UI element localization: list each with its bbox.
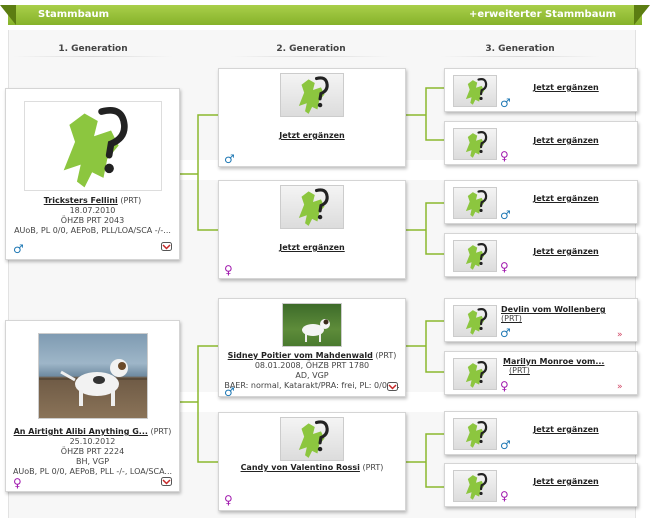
male-icon: ♂ <box>500 208 511 222</box>
dog-photo <box>38 333 148 419</box>
add-ancestor-link[interactable]: Jetzt ergänzen <box>533 83 599 92</box>
add-ancestor-link[interactable]: Jetzt ergänzen <box>533 477 599 486</box>
birth-date: 18.07.2010 <box>69 206 116 215</box>
health-info: AUoB, PL 0/0, AEPoB, PLL -/-, LOA/SCA... <box>12 467 173 476</box>
add-ancestor-link[interactable]: Jetzt ergänzen <box>533 194 599 203</box>
dog-silhouette-icon <box>464 130 488 159</box>
breed-badge-icon <box>161 242 172 251</box>
dog-silhouette-icon <box>464 472 488 501</box>
dog-name-link[interactable]: Candy von Valentino Rossi <box>240 463 360 472</box>
dog-photo <box>282 303 342 347</box>
placeholder-photo <box>280 417 344 461</box>
gen3-card-2[interactable]: Jetzt ergänzen ♀ <box>444 121 638 165</box>
gen2-card-4[interactable]: Candy von Valentino Rossi (PRT) ♀ <box>218 412 406 511</box>
dog-name-link[interactable]: Sidney Poitier vom Mahdenwald <box>227 351 373 360</box>
gen3-card-3[interactable]: Jetzt ergänzen ♂ <box>444 180 638 224</box>
gen1-dam-card[interactable]: An Airtight Alibi Anything G... (PRT) 25… <box>5 320 180 492</box>
breed-badge-icon <box>161 477 172 486</box>
dog-name-link[interactable]: An Airtight Alibi Anything G... <box>13 427 148 436</box>
dog-silhouette-icon <box>297 420 329 460</box>
titles: AD, VGP <box>295 371 329 380</box>
add-ancestor-link[interactable]: Jetzt ergänzen <box>279 131 345 140</box>
birth-registration: 08.01.2008, ÖHZB PRT 1780 <box>254 361 370 370</box>
gen1-sire-card[interactable]: Tricksters Fellini (PRT) 18.07.2010 ÖHZB… <box>5 88 180 260</box>
dog-silhouette-icon <box>464 360 488 389</box>
generation-2-header: 2. Generation <box>276 44 346 54</box>
breed-badge-icon <box>387 382 398 391</box>
add-ancestor-link[interactable]: Jetzt ergänzen <box>279 243 345 252</box>
pedigree-header: Stammbaum +erweiterter Stammbaum <box>0 5 650 25</box>
placeholder-photo <box>280 73 344 117</box>
female-icon: ♀ <box>500 379 509 393</box>
pedigree-title: Stammbaum <box>38 9 110 20</box>
male-icon: ♂ <box>13 242 24 256</box>
gen3-card-5[interactable]: Devlin vom Wollenberg (PRT) ♂ » <box>444 298 638 342</box>
health-info: BAER: normal, Katarakt/PRA: frei, PL: 0/… <box>224 381 400 390</box>
birth-date: 25.10.2012 <box>69 437 116 446</box>
add-ancestor-link[interactable]: Jetzt ergänzen <box>533 136 599 145</box>
gen2-card-3[interactable]: Sidney Poitier vom Mahdenwald (PRT) 08.0… <box>218 298 406 399</box>
dog-silhouette-icon <box>297 188 329 228</box>
gen3-card-6[interactable]: Marilyn Monroe vom... (PRT) ♀ » <box>444 351 638 395</box>
add-ancestor-link[interactable]: Jetzt ergänzen <box>533 247 599 256</box>
health-info: AUoB, PL 0/0, AEPoB, PLL/LOA/SCA -/-... <box>14 226 171 235</box>
dog-silhouette-icon <box>464 189 488 218</box>
female-icon: ♀ <box>500 149 509 163</box>
dog-silhouette-icon <box>464 242 488 271</box>
extended-pedigree-link[interactable]: +erweiterter Stammbaum <box>468 9 616 20</box>
dog-silhouette-icon <box>464 77 488 106</box>
female-icon: ♀ <box>13 476 22 490</box>
generation-3-header: 3. Generation <box>485 44 555 54</box>
gen2-card-2[interactable]: Jetzt ergänzen ♀ <box>218 180 406 279</box>
add-ancestor-link[interactable]: Jetzt ergänzen <box>533 425 599 434</box>
female-icon: ♀ <box>500 489 509 503</box>
male-icon: ♂ <box>500 438 511 452</box>
placeholder-photo <box>280 185 344 229</box>
dog-photo-icon <box>39 359 147 406</box>
male-icon: ♂ <box>500 326 511 340</box>
gen3-card-7[interactable]: Jetzt ergänzen ♂ <box>444 411 638 455</box>
male-icon: ♂ <box>224 152 235 166</box>
dog-name-link[interactable]: Devlin vom Wollenberg <box>501 305 606 314</box>
gen3-card-8[interactable]: Jetzt ergänzen ♀ <box>444 463 638 507</box>
dog-photo-icon <box>302 319 330 342</box>
dog-silhouette-icon <box>297 76 329 116</box>
dog-silhouette-icon <box>54 104 134 191</box>
dog-name-link[interactable]: Marilyn Monroe vom... <box>503 357 605 366</box>
male-icon: ♂ <box>500 96 511 110</box>
dog-name-link[interactable]: Tricksters Fellini <box>43 196 118 205</box>
female-icon: ♀ <box>224 493 233 507</box>
titles: BH, VGP <box>75 457 110 466</box>
female-icon: ♀ <box>500 260 509 274</box>
dog-silhouette-icon <box>464 420 488 449</box>
gen2-card-1[interactable]: Jetzt ergänzen ♂ <box>218 68 406 167</box>
gen3-card-1[interactable]: Jetzt ergänzen ♂ <box>444 68 638 112</box>
double-arrow-icon: » <box>617 330 623 340</box>
registration: ÖHZB PRT 2224 <box>60 447 125 456</box>
registration: ÖHZB PRT 2043 <box>60 216 125 225</box>
female-icon: ♀ <box>224 263 233 277</box>
male-icon: ♂ <box>224 385 235 399</box>
gen3-card-4[interactable]: Jetzt ergänzen ♀ <box>444 233 638 277</box>
double-arrow-icon: » <box>617 382 623 392</box>
placeholder-photo <box>24 101 162 191</box>
dog-silhouette-icon <box>464 307 488 336</box>
generation-1-header: 1. Generation <box>58 44 128 54</box>
